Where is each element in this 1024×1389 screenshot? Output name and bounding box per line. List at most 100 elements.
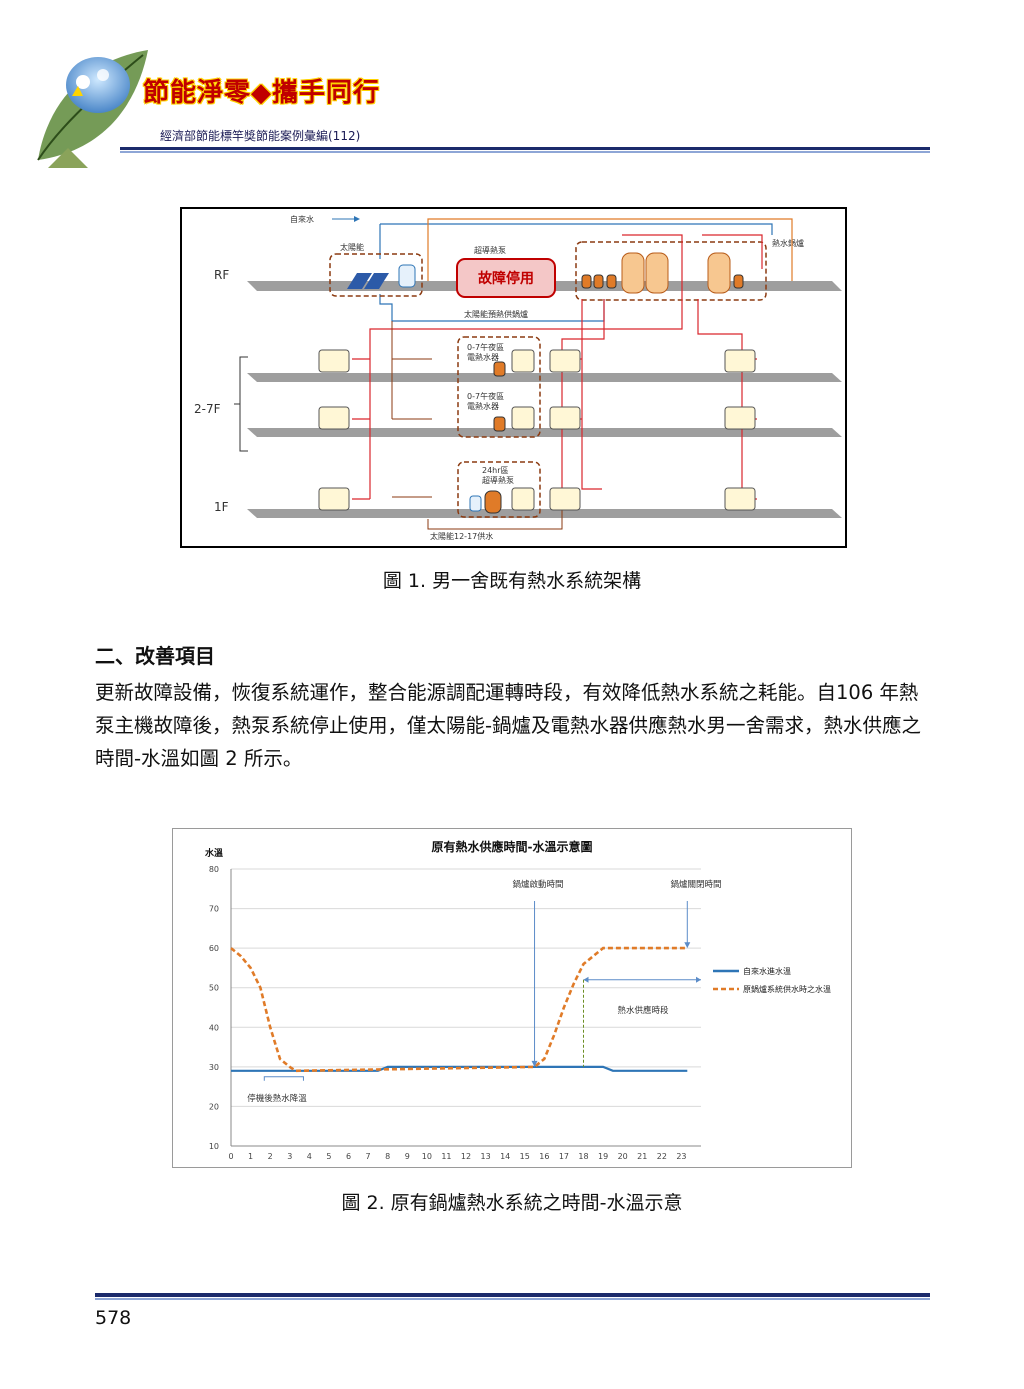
boiler-tank-icon-3	[707, 252, 731, 294]
label-electric-heater-a: 電熱水器	[467, 352, 499, 362]
boiler-tank-icon-1	[621, 252, 645, 294]
storage-tank-icon	[469, 495, 482, 512]
solar-panel-icon-2	[364, 273, 389, 289]
boiler-box	[575, 241, 767, 301]
y-tick-label: 80	[209, 865, 219, 874]
figure-1-caption: 圖 1. 男一舍既有熱水系統架構	[382, 570, 642, 592]
floor-slab-1f	[247, 509, 842, 518]
night-zone-box	[457, 336, 541, 438]
sink-icon	[549, 349, 581, 373]
x-tick-label: 4	[307, 1152, 312, 1161]
figure-2-caption: 圖 2. 原有鍋爐熱水系統之時間-水溫示意	[341, 1192, 683, 1214]
pump-icon-1	[581, 274, 592, 289]
electric-heater-icon-2	[493, 416, 506, 432]
figure-1-diagram: RF 2-7F 1F 自來水 太陽能 超導熱泵 故障停用 太陽能預熱供鍋爐 熱水…	[180, 207, 847, 548]
section-paragraph: 更新故障設備，恢復系統運作，整合能源調配運轉時段，有效降低熱水系統之耗能。自10…	[95, 681, 922, 770]
label-tap-water: 自來水	[290, 214, 314, 224]
solar-panel-icon	[347, 273, 372, 289]
x-tick-label: 17	[559, 1152, 569, 1161]
y-tick-label: 30	[209, 1063, 219, 1072]
legend-label-1: 自來水進水溫	[743, 966, 791, 976]
label-night-zone-b: 0-7午夜區	[467, 391, 504, 401]
x-tick-label: 5	[326, 1152, 331, 1161]
y-tick-label: 20	[209, 1102, 219, 1111]
fault-badge: 故障停用	[478, 270, 534, 287]
label-super-heat-pump: 超導熱泵	[474, 245, 506, 255]
label-zone-24hr: 24hr區	[482, 466, 509, 475]
hot-water-system-diagram: RF 2-7F 1F 自來水 太陽能 超導熱泵 故障停用 太陽能預熱供鍋爐 熱水…	[194, 214, 842, 541]
x-tick-label: 15	[520, 1152, 530, 1161]
x-tick-label: 22	[657, 1152, 667, 1161]
header-rule	[120, 147, 930, 150]
legend-label-2: 原鍋爐系統供水時之水溫	[743, 984, 831, 994]
cooldown-bracket	[263, 1076, 304, 1081]
chart-series	[230, 946, 688, 1073]
pipe-hot-supply	[369, 234, 683, 499]
sink-icon	[511, 487, 535, 511]
header-subtitle: 經濟部節能標竿獎節能案例彙編(112)	[160, 129, 361, 143]
x-tick-label: 19	[598, 1152, 608, 1161]
pump-icon-2	[593, 274, 604, 289]
sink-icon	[511, 349, 535, 373]
x-tick-label: 1	[248, 1152, 253, 1161]
annotation-supply-period: 熱水供應時段	[617, 1005, 669, 1016]
page-number: 578	[95, 1307, 132, 1329]
boiler-tank-icon-2	[645, 252, 669, 294]
sink-icon	[724, 487, 756, 511]
sink-icon	[318, 487, 350, 511]
label-solar-supply: 太陽能12-17供水	[430, 531, 493, 541]
pump-icon-3	[606, 274, 617, 289]
label-solar-preheat: 太陽能預熱供鍋爐	[464, 309, 528, 319]
fault-heat-pump-box	[456, 258, 556, 298]
y-axis-label: 水溫	[205, 847, 223, 859]
header-rule-light	[120, 151, 930, 153]
footer-rule-light	[95, 1298, 930, 1300]
arrowhead-boiler-stop	[684, 942, 691, 949]
label-night-zone-a: 0-7午夜區	[467, 342, 504, 352]
sink-icons	[318, 349, 756, 511]
x-tick-label: 11	[441, 1152, 451, 1161]
section-title: 二、改善項目	[95, 644, 215, 668]
x-tick-label: 20	[618, 1152, 628, 1161]
chart-annotations: 鍋爐啟動時間 鍋爐關閉時間 熱水供應時段 停機後熱水降溫	[247, 879, 721, 1104]
y-tick-label: 70	[209, 905, 219, 914]
x-tick-label: 7	[366, 1152, 371, 1161]
x-tick-label: 9	[405, 1152, 410, 1161]
annotation-cooldown: 停機後熱水降溫	[247, 1093, 307, 1104]
arrowhead-boiler-start	[531, 1060, 538, 1067]
annotation-boiler-start: 鍋爐啟動時間	[512, 879, 563, 890]
electric-heater-icon	[493, 361, 506, 377]
y-tick-label: 40	[209, 1023, 219, 1032]
label-hot-water-boiler: 熱水鍋爐	[772, 238, 804, 248]
header-slogan: 節能淨零◆攜手同行	[143, 78, 380, 108]
x-tick-label: 2	[268, 1152, 273, 1161]
x-tick-label: 10	[422, 1152, 432, 1161]
sink-icon	[511, 406, 535, 430]
zone-24hr-box	[457, 461, 541, 518]
chart-grid	[230, 868, 701, 1147]
x-tick-label: 21	[637, 1152, 647, 1161]
floor-label-rf: RF	[214, 268, 229, 282]
x-tick-label: 16	[539, 1152, 549, 1161]
x-tick-label: 0	[228, 1152, 233, 1161]
x-tick-label: 3	[287, 1152, 292, 1161]
leaf-logo-icon	[37, 50, 148, 168]
label-electric-heater-b: 電熱水器	[467, 401, 499, 411]
x-tick-label: 14	[500, 1152, 510, 1161]
sink-icon	[724, 406, 756, 430]
y-tick-label: 10	[209, 1142, 219, 1151]
annotation-boiler-stop: 鍋爐關閉時間	[670, 879, 721, 890]
pump-icon-4	[733, 274, 744, 289]
sink-icon	[318, 406, 350, 430]
chart-title: 原有熱水供應時間-水溫示意圖	[432, 839, 593, 854]
x-tick-label: 8	[385, 1152, 390, 1161]
pipe-tap-water	[380, 223, 773, 235]
floor-slab-7f	[247, 373, 842, 382]
x-tick-label: 12	[461, 1152, 471, 1161]
floor-label-1f: 1F	[214, 500, 229, 514]
